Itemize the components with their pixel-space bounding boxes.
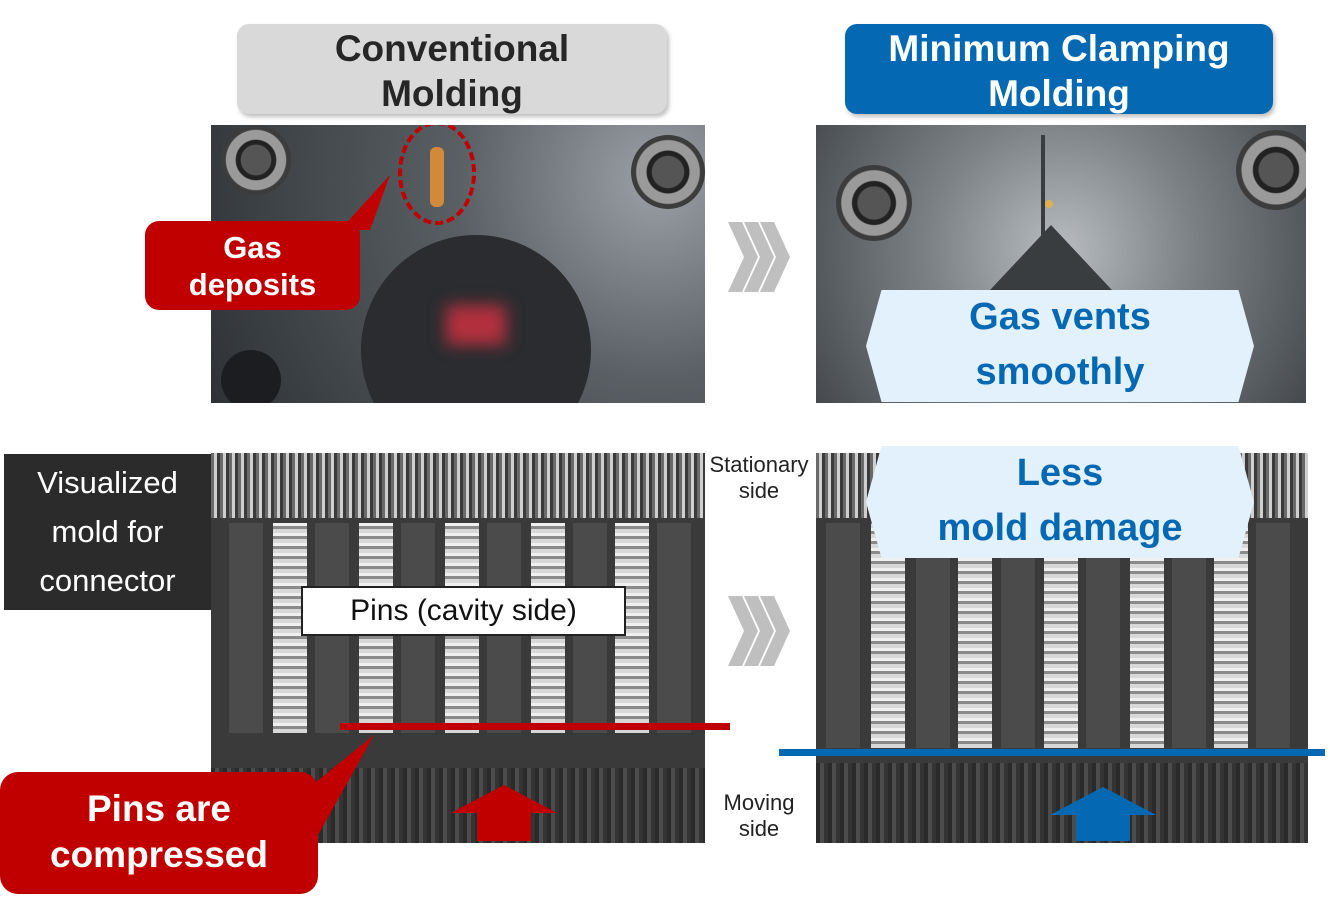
less-mold-damage-callout: Less mold damage <box>866 446 1254 558</box>
arrow-up-icon <box>1050 787 1156 841</box>
pins-cavity-side-label: Pins (cavity side) <box>301 586 626 636</box>
stationary-side-label: Stationary side <box>709 452 809 503</box>
chevron-right-icon <box>728 596 790 666</box>
red-reflection <box>446 305 506 345</box>
pin-stripe <box>871 523 905 748</box>
pin-stripe <box>657 523 691 733</box>
uncompressed-line <box>779 749 1325 756</box>
pin-stripe <box>916 523 950 748</box>
pins-compressed-pointer <box>300 735 374 835</box>
screw-icon <box>1236 130 1306 210</box>
conventional-gas-photo <box>211 125 705 403</box>
conventional-molding-header: Conventional Molding <box>237 24 667 114</box>
pin-stripe <box>826 523 860 748</box>
gas-vents-smoothly-callout: Gas vents smoothly <box>866 290 1254 402</box>
stationary-band <box>211 453 705 518</box>
screw-icon <box>836 165 912 241</box>
vent-line <box>1041 135 1045 255</box>
cavity-tip <box>976 225 1126 305</box>
pin-stripe <box>1001 523 1035 748</box>
hole-icon <box>221 350 281 403</box>
visualized-mold-label: Visualized mold for connector <box>4 454 211 610</box>
pin-stripe <box>958 523 992 748</box>
arrow-up-icon <box>451 785 557 841</box>
pin-stripe <box>1044 523 1078 748</box>
moving-band <box>816 763 1308 843</box>
chevron-right-icon <box>728 222 790 292</box>
pin-stripe <box>1130 523 1164 748</box>
compressed-line <box>340 723 730 730</box>
gas-deposits-pointer <box>340 175 390 230</box>
pin-stripe <box>1086 523 1120 748</box>
gas-deposits-callout: Gas deposits <box>145 221 360 310</box>
pin-stripe <box>1214 523 1248 748</box>
pins-compressed-callout: Pins are compressed <box>0 772 318 894</box>
vent-point <box>1045 200 1053 208</box>
deposit-highlight-ellipse <box>398 125 476 225</box>
pin-stripe <box>1256 523 1290 748</box>
moving-side-label: Moving side <box>723 790 795 841</box>
pin-stripe <box>229 523 263 733</box>
minimum-clamping-molding-header: Minimum Clamping Molding <box>845 24 1273 114</box>
pin-stripe <box>1172 523 1206 748</box>
screw-icon <box>221 125 291 195</box>
screw-icon <box>631 135 705 209</box>
